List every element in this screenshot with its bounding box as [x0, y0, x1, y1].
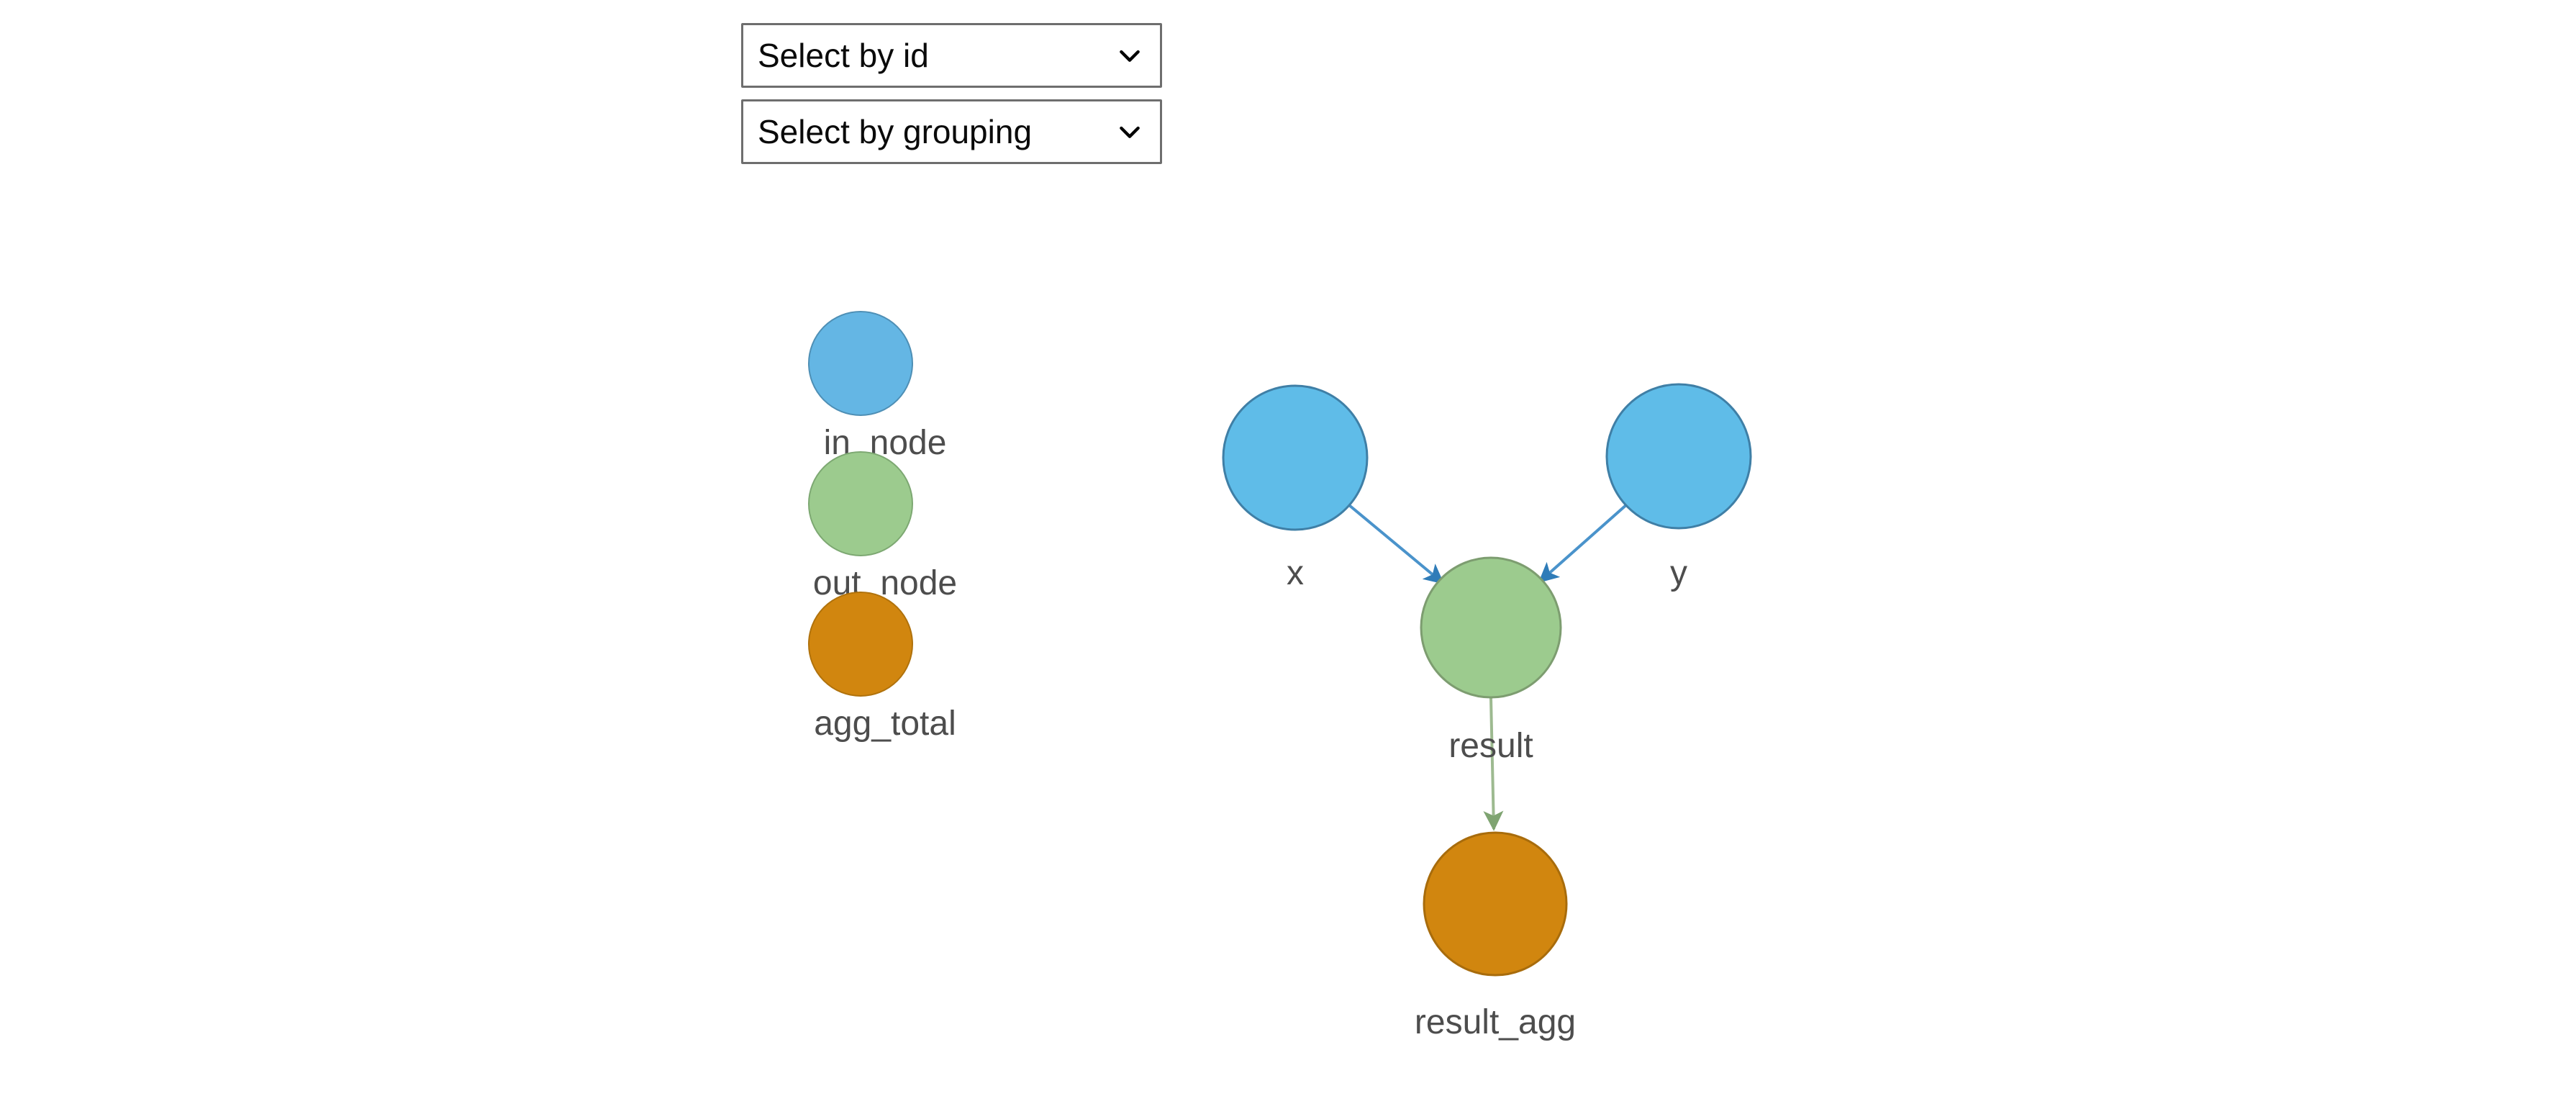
edge-x-to-result[interactable]: [1348, 504, 1445, 584]
edge-label-x: x: [1287, 554, 1304, 592]
edge-label-result: result: [1448, 727, 1533, 765]
filter-controls: Select by id Select by grouping: [741, 23, 1162, 164]
node-label-result-agg: result_agg: [1415, 1003, 1576, 1041]
legend-item-out-node[interactable]: out_node: [763, 443, 1007, 601]
graph-node-x[interactable]: [1222, 384, 1369, 531]
legend-item-in-node[interactable]: in_node: [763, 302, 1007, 461]
edge-result-to-result-agg[interactable]: [1483, 697, 1504, 831]
graph-node-y[interactable]: [1605, 383, 1752, 530]
graph-nodes: [1222, 383, 1752, 977]
chevron-down-icon[interactable]: [1115, 41, 1144, 70]
graph-node-result[interactable]: [1420, 556, 1562, 699]
in-node-swatch-icon: [808, 311, 913, 416]
out-node-swatch-icon: [808, 451, 913, 556]
select-by-id-value: Select by id: [758, 37, 929, 74]
select-by-id-dropdown[interactable]: Select by id: [741, 23, 1162, 88]
select-by-grouping-value: Select by grouping: [758, 113, 1033, 150]
chevron-down-icon[interactable]: [1115, 117, 1144, 146]
legend-item-label: agg_total: [814, 705, 956, 743]
legend-item-agg-total[interactable]: agg_total: [763, 583, 1007, 741]
legend-item-label: out_node: [812, 564, 958, 602]
node-type-legend: in_node out_node agg_total: [763, 302, 1007, 741]
select-by-grouping-dropdown[interactable]: Select by grouping: [741, 99, 1162, 164]
edge-y-to-result[interactable]: [1538, 502, 1629, 583]
agg-total-swatch-icon: [808, 592, 913, 697]
graph-node-result-agg[interactable]: [1423, 831, 1568, 977]
edge-label-y: y: [1670, 554, 1687, 592]
